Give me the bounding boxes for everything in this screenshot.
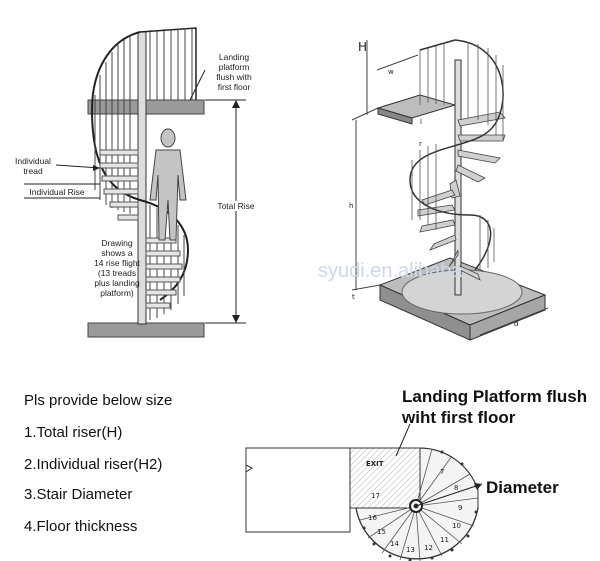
landing-note: Landing platform flush with first floor [216,52,252,92]
exit-label: EXIT [366,460,384,468]
step-number: 14 [390,540,399,548]
step-number: 10 [452,522,461,530]
dim-w: w [388,68,394,76]
dim-h: h [349,202,354,210]
requirements-intro: Pls provide below size [24,392,173,409]
plan-view [245,423,483,561]
dim-t: t [352,293,355,301]
step-number: 9 [458,504,463,512]
handrail [90,31,190,301]
dim-H: H [358,40,368,54]
step-number: 17 [371,492,380,500]
individual-tread-label: Individual tread [15,156,51,176]
step-number: 8 [454,484,459,492]
drawing-note: Drawing shows a 14 rise flight (13 tread… [94,238,140,298]
step-number: 11 [440,536,449,544]
step-number: 13 [406,546,415,554]
requirement-item: 3.Stair Diameter [24,486,133,503]
step-number: 15 [377,528,386,536]
step-number: 12 [424,544,433,552]
step-number: 7 [440,468,445,476]
isometric-view [351,39,549,341]
step-number: 16 [368,514,377,522]
diameter-label: Diameter [486,478,559,497]
dim-r: r [419,140,422,148]
dim-l: l [420,118,422,126]
requirement-item: 2.Individual riser(H2) [24,456,163,473]
individual-rise-label: Individual Rise [29,187,85,197]
side-elevation [24,27,246,338]
watermark: syudi.en.alibaba [318,260,463,282]
dim-d: d [514,320,519,328]
requirement-item: 4.Floor thickness [24,518,138,535]
total-rise-label: Total Rise [214,201,258,211]
human-figure [149,128,187,241]
lower-floor-slab [87,322,205,338]
landing-platform-label: Landing Platform flush wiht first floor [402,387,588,427]
landing-platform [349,447,423,509]
requirement-item: 1.Total riser(H) [24,424,123,441]
